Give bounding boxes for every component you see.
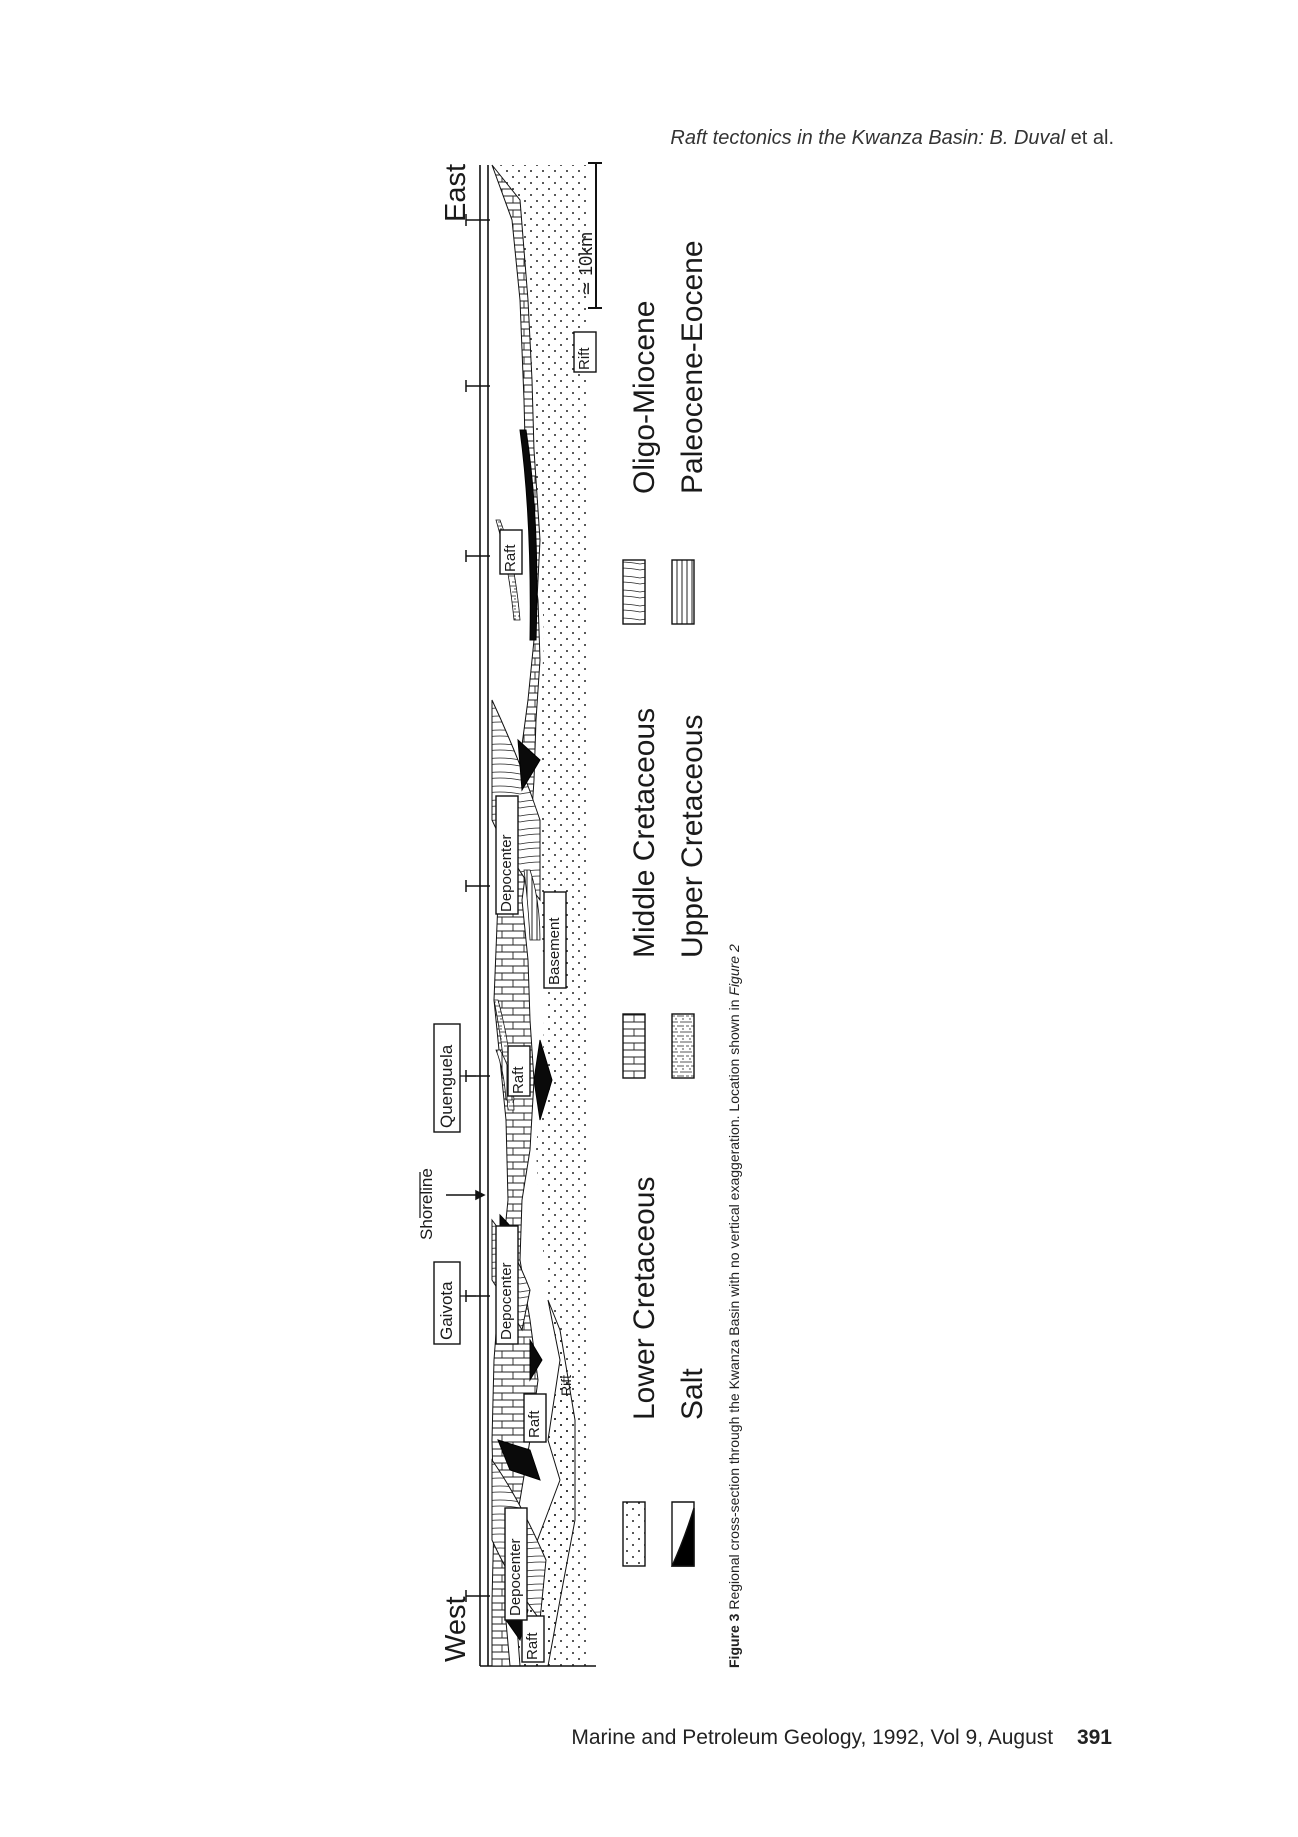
running-head-title: Raft tectonics in the Kwanza Basin: <box>670 127 984 149</box>
legend-swatches <box>622 559 695 1567</box>
legend-swatch-upper-cretaceous <box>671 1013 695 1079</box>
footer-journal: Marine and Petroleum Geology, 1992, Vol … <box>571 1726 1054 1749</box>
legend-label-upper-cretaceous: Upper Cretaceous <box>676 714 709 958</box>
section-label-basement: Basement <box>546 917 563 985</box>
legend-swatch-lower-cretaceous <box>622 1501 646 1567</box>
caption-ref: Figure 2 <box>726 944 742 996</box>
section-label-boxes <box>433 331 597 1663</box>
section-label-depocenter-3: Depocenter <box>498 834 515 912</box>
page-footer: Marine and Petroleum Geology, 1992, Vol … <box>571 1726 1112 1750</box>
legend-swatch-oligo-miocene <box>622 559 646 625</box>
east-label: East <box>440 163 472 222</box>
scale-bar <box>588 162 602 309</box>
legend-label-lower-cretaceous: Lower Cretaceous <box>628 1176 661 1420</box>
well-label-gaivota: Gaivota <box>437 1281 456 1340</box>
legend-label-oligo-miocene: Oligo-Miocene <box>628 300 661 494</box>
running-head: Raft tectonics in the Kwanza Basin: B. D… <box>670 127 1114 150</box>
legend-label-paleocene-eocene: Paleocene-Eocene <box>676 240 709 494</box>
legend-label-salt: Salt <box>676 1368 709 1420</box>
figure-caption: Figure 3 Regional cross-section through … <box>726 944 742 1668</box>
section-label-raft-4: Raft <box>502 544 519 572</box>
running-head-etal: et al. <box>1070 127 1114 149</box>
caption-label: Figure 3 <box>726 1613 742 1668</box>
section-label-depocenter: Depocenter <box>507 1538 524 1616</box>
wells <box>465 214 490 1602</box>
legend-swatch-paleocene-eocene <box>671 559 695 625</box>
legend-swatch-middle-cretaceous <box>622 1013 646 1079</box>
section-label-raft-2: Raft <box>526 1410 543 1438</box>
footer-page-number: 391 <box>1076 1726 1112 1749</box>
section-label-rift-2: Rift <box>558 1375 574 1396</box>
scale-label: ≃ 10km <box>576 231 596 296</box>
shoreline-arrow <box>419 1172 486 1218</box>
section-label-raft-3: Raft <box>510 1066 527 1094</box>
caption-text: Regional cross-section through the Kwanz… <box>726 999 742 1610</box>
running-head-authors: B. Duval <box>989 127 1066 149</box>
legend-label-middle-cretaceous: Middle Cretaceous <box>628 707 661 958</box>
west-label: West <box>440 1596 472 1662</box>
section-label-rift: Rift <box>576 347 593 371</box>
section-label-raft: Raft <box>524 1632 541 1660</box>
paleocene-eocene-lens <box>523 869 541 941</box>
well-label-shoreline: Shoreline <box>417 1168 436 1240</box>
section-label-depocenter-2: Depocenter <box>498 1262 515 1340</box>
well-label-quenguela: Quenguela <box>437 1044 456 1128</box>
